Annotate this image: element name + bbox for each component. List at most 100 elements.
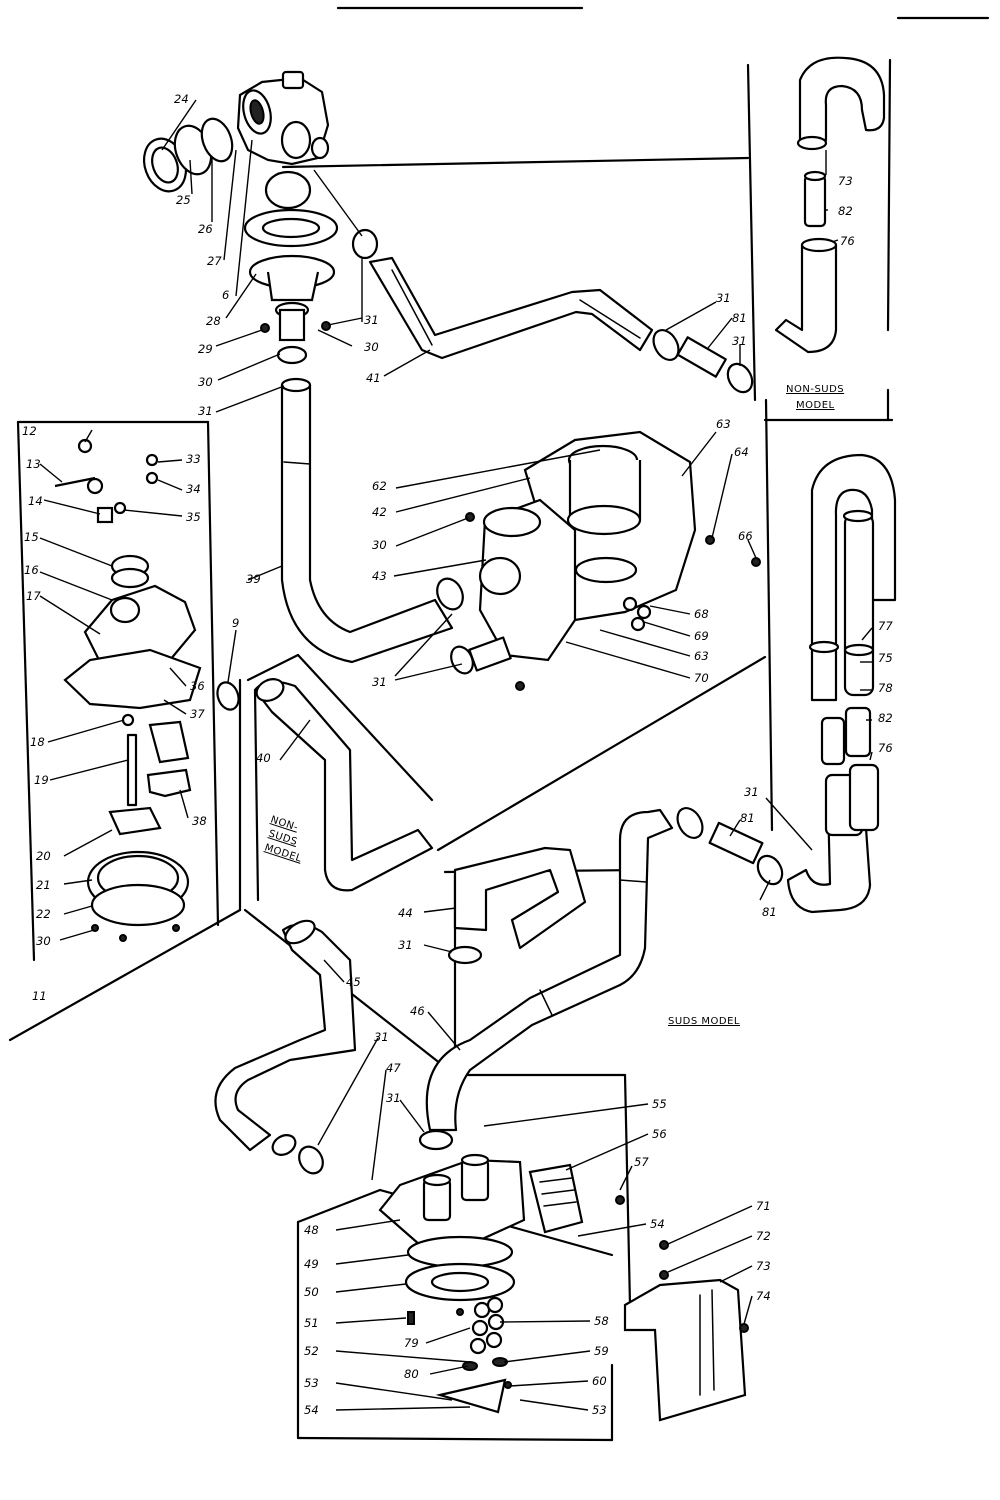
part-label: 11 bbox=[32, 989, 47, 1003]
part-label: 81 bbox=[762, 905, 777, 919]
part-label: 46 bbox=[410, 1004, 425, 1018]
part-label: 81 bbox=[732, 311, 747, 325]
part-label: 49 bbox=[304, 1257, 319, 1271]
hose-40 bbox=[253, 680, 434, 892]
pump-panel-box bbox=[16, 420, 220, 962]
part-label: 76 bbox=[840, 234, 855, 248]
part-label: 75 bbox=[878, 651, 893, 665]
part-label: 13 bbox=[26, 457, 41, 471]
suds-standpipe-right bbox=[786, 453, 897, 914]
part-label: 56 bbox=[652, 1127, 667, 1141]
part-label: 31 bbox=[374, 1030, 389, 1044]
part-label: 74 bbox=[756, 1289, 771, 1303]
part-label: 53 bbox=[592, 1403, 607, 1417]
main-pump-assembly bbox=[450, 430, 761, 691]
part-label: 73 bbox=[838, 174, 853, 188]
part-label: 12 bbox=[22, 424, 37, 438]
part-label: 16 bbox=[24, 563, 39, 577]
part-label: 82 bbox=[838, 204, 853, 218]
part-label: 81 bbox=[740, 811, 755, 825]
hose-46 bbox=[425, 808, 674, 1132]
part-label: 22 bbox=[36, 907, 51, 921]
part-label: 31 bbox=[398, 938, 413, 952]
part-label: 63 bbox=[694, 649, 709, 663]
note-suds-model: SUDS MODEL bbox=[668, 1016, 740, 1027]
part-label: 37 bbox=[190, 707, 205, 721]
part-label: 59 bbox=[594, 1344, 609, 1358]
part-label: 62 bbox=[372, 479, 387, 493]
part-label: 45 bbox=[346, 975, 361, 989]
part-label: 14 bbox=[28, 494, 43, 508]
part-label: 52 bbox=[304, 1344, 319, 1358]
part-label: 20 bbox=[36, 849, 51, 863]
leader-lines bbox=[39, 99, 873, 1411]
part-label: 39 bbox=[246, 572, 261, 586]
note-non-suds-mid-3: MODEL bbox=[263, 842, 303, 864]
part-label: 50 bbox=[304, 1285, 319, 1299]
part-label: 18 bbox=[30, 735, 45, 749]
part-label: 28 bbox=[206, 314, 221, 328]
part-label: 30 bbox=[36, 934, 51, 948]
part-label: 31 bbox=[364, 313, 379, 327]
part-label: 6 bbox=[222, 288, 229, 302]
part-label: 30 bbox=[372, 538, 387, 552]
part-label: 40 bbox=[256, 751, 271, 765]
part-label: 41 bbox=[366, 371, 381, 385]
part-label: 19 bbox=[34, 773, 49, 787]
part-label: 15 bbox=[24, 530, 39, 544]
part-labels: 24 25 26 27 6 28 29 30 31 31 30 41 31 81… bbox=[22, 92, 893, 1417]
part-label: 77 bbox=[878, 619, 893, 633]
part-label: 63 bbox=[716, 417, 731, 431]
part-label: 25 bbox=[176, 193, 191, 207]
part-label: 78 bbox=[878, 681, 893, 695]
note-non-suds-top-1: NON-SUDS bbox=[786, 384, 844, 395]
hose-44 bbox=[453, 846, 587, 950]
part-label: 21 bbox=[36, 878, 51, 892]
part-label: 34 bbox=[186, 482, 201, 496]
part-label: 53 bbox=[304, 1376, 319, 1390]
part-label: 58 bbox=[594, 1314, 609, 1328]
part-label: 43 bbox=[372, 569, 387, 583]
part-label: 57 bbox=[634, 1155, 649, 1169]
part-label: 68 bbox=[694, 607, 709, 621]
part-label: 69 bbox=[694, 629, 709, 643]
part-label: 51 bbox=[304, 1316, 319, 1330]
bottom-pump-assembly bbox=[378, 1129, 625, 1414]
part-label: 70 bbox=[694, 671, 709, 685]
part-label: 79 bbox=[404, 1336, 419, 1350]
note-non-suds-top-2: MODEL bbox=[796, 400, 835, 411]
part-label: 31 bbox=[744, 785, 759, 799]
part-label: 38 bbox=[192, 814, 207, 828]
part-label: 30 bbox=[364, 340, 379, 354]
part-label: 64 bbox=[734, 445, 749, 459]
part-label: 60 bbox=[592, 1374, 607, 1388]
part-label: 76 bbox=[878, 741, 893, 755]
part-label: 24 bbox=[174, 92, 189, 106]
part-label: 9 bbox=[232, 616, 239, 630]
part-label: 31 bbox=[372, 675, 387, 689]
part-label: 26 bbox=[198, 222, 213, 236]
mounting-bracket bbox=[623, 1240, 749, 1422]
part-label: 27 bbox=[207, 254, 222, 268]
part-label: 31 bbox=[198, 404, 213, 418]
part-label: 55 bbox=[652, 1097, 667, 1111]
non-suds-mid-box bbox=[246, 653, 434, 902]
part-label: 73 bbox=[756, 1259, 771, 1273]
part-label: 48 bbox=[304, 1223, 319, 1237]
part-label: 71 bbox=[756, 1199, 771, 1213]
part-label: 31 bbox=[716, 291, 731, 305]
right-connector bbox=[676, 806, 784, 886]
hose-41 bbox=[368, 256, 654, 360]
part-label: 36 bbox=[190, 679, 205, 693]
part-label: 35 bbox=[186, 510, 201, 524]
part-label: 44 bbox=[398, 906, 413, 920]
non-suds-standpipe-top bbox=[774, 56, 886, 354]
top-valve-assembly bbox=[142, 70, 379, 365]
hose-39 bbox=[280, 383, 454, 664]
part-label: 31 bbox=[732, 334, 747, 348]
part-label: 17 bbox=[26, 589, 41, 603]
part-label: 54 bbox=[304, 1403, 319, 1417]
part-label: 72 bbox=[756, 1229, 771, 1243]
part-label: 54 bbox=[650, 1217, 665, 1231]
part-label: 30 bbox=[198, 375, 213, 389]
